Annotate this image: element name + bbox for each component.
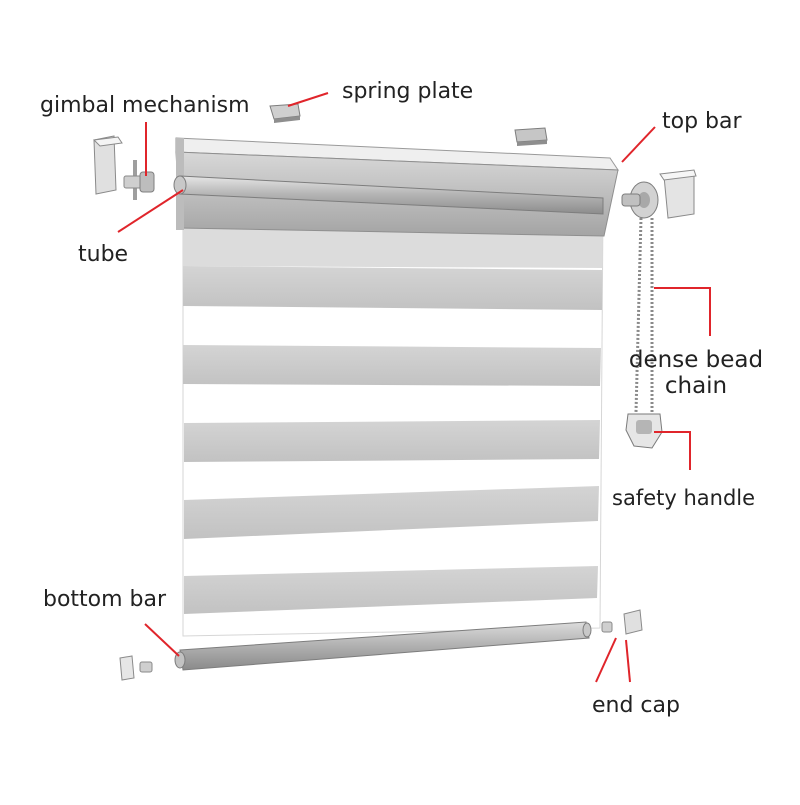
leader-end-cap-b	[625, 639, 631, 683]
leader-tube	[117, 189, 184, 233]
leader-lines	[117, 92, 711, 683]
opaque-stripe	[184, 420, 600, 462]
safety-handle-part	[625, 413, 663, 449]
right-bracket	[659, 169, 697, 219]
spring-plate-part-2	[514, 127, 548, 146]
label-dense-bead-chain-line2: chain	[664, 373, 728, 400]
label-bottom-bar: bottom bar	[43, 587, 167, 612]
bottom-bar	[174, 621, 592, 671]
opaque-stripe	[183, 228, 603, 268]
left-bracket	[92, 135, 123, 195]
gimbal-mechanism-part	[123, 160, 155, 200]
opaque-stripe	[183, 266, 602, 310]
tube	[173, 175, 604, 215]
leader-end-cap-a	[595, 637, 617, 683]
fabric-panel	[182, 195, 604, 637]
label-dense-bead-chain-line1: dense bead	[628, 347, 764, 373]
leader-spring-plate	[287, 92, 329, 107]
clutch-control	[621, 181, 659, 219]
label-top-bar: top bar	[662, 109, 742, 134]
bead-chain	[634, 217, 654, 413]
spring-plate-part	[269, 103, 301, 123]
opaque-stripe	[184, 566, 598, 614]
opaque-stripe	[183, 345, 601, 386]
leader-top-bar	[621, 126, 656, 163]
leader-bead-chain	[654, 287, 711, 336]
label-safety-handle: safety handle	[612, 486, 756, 510]
label-gimbal-mechanism: gimbal mechanism	[40, 93, 250, 118]
label-end-cap: end cap	[592, 693, 680, 718]
end-cap-part-right	[601, 609, 643, 635]
opaque-stripe	[184, 486, 599, 539]
label-tube: tube	[78, 242, 129, 267]
label-spring-plate: spring plate	[342, 79, 474, 104]
end-cap-part-left	[119, 655, 153, 681]
leader-bottom-bar	[144, 623, 180, 657]
label-dense-bead-chain: dense bead chain	[626, 347, 766, 400]
leader-safety-handle	[654, 431, 691, 470]
